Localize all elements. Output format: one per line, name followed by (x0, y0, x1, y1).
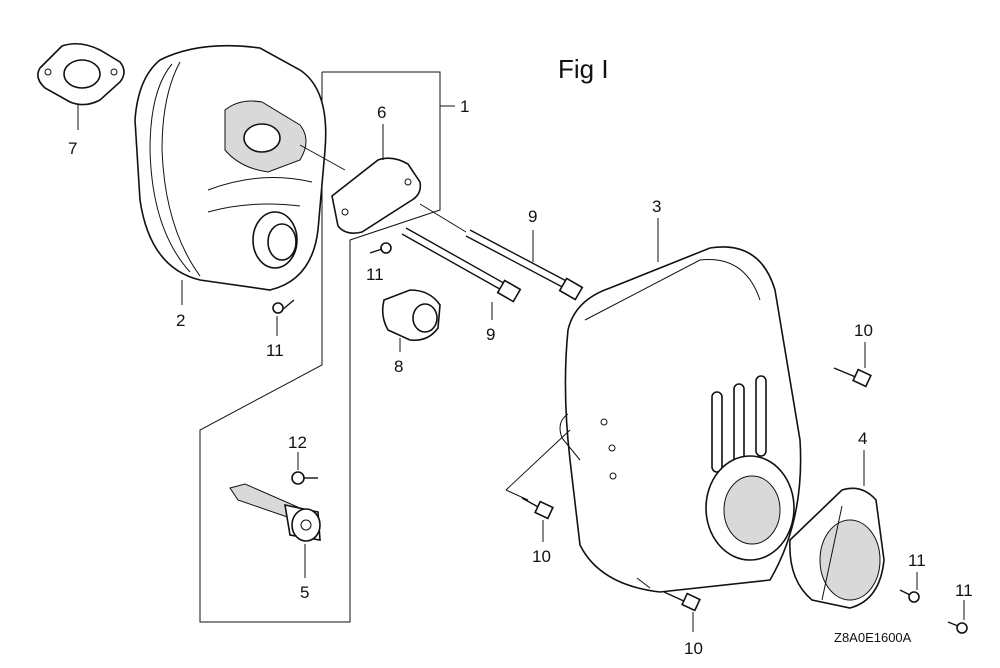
bolt-part-1 (401, 227, 522, 320)
muffler-body-part (134, 44, 327, 305)
spark-arrester-screen-part (229, 483, 321, 578)
callout-label: 6 (377, 103, 386, 122)
callout-label: 1 (460, 97, 469, 116)
figure-title: Fig I (558, 54, 609, 84)
flange-bolt-a (833, 342, 872, 388)
bolt-part-2 (419, 203, 584, 301)
screw-part-d (947, 600, 968, 634)
flange-bolt-c (636, 577, 701, 632)
screw-part-b (272, 299, 295, 336)
callout-label: 10 (854, 321, 873, 340)
callout-label: 11 (955, 581, 973, 600)
callout-label: 2 (176, 311, 185, 330)
screw-part-a (369, 242, 392, 254)
callout-label: 8 (394, 357, 403, 376)
callout-label: 10 (532, 547, 551, 566)
figure-code: Z8A0E1600A (834, 630, 912, 645)
deflector-part (789, 450, 885, 609)
gasket-part (37, 42, 125, 130)
spark-arrester-cap-part (381, 289, 441, 352)
callout-label: 9 (486, 325, 495, 344)
callout-label: 9 (528, 207, 537, 226)
callout-label: 7 (68, 139, 77, 158)
screw-part-12 (291, 452, 318, 485)
callout-label: 11 (908, 551, 926, 570)
muffler-cover-part (505, 218, 802, 593)
callout-label: 11 (366, 265, 384, 284)
callout-label: 4 (858, 429, 867, 448)
assembly-bracket (199, 71, 455, 623)
callout-label: 12 (288, 433, 307, 452)
flange-bolt-b (521, 497, 554, 542)
callout-label: 5 (300, 583, 309, 602)
protector-plate-part (299, 124, 422, 234)
callout-label: 11 (266, 341, 284, 360)
callout-label: 10 (684, 639, 703, 658)
screw-part-c (899, 572, 920, 603)
callout-label: 3 (652, 197, 661, 216)
